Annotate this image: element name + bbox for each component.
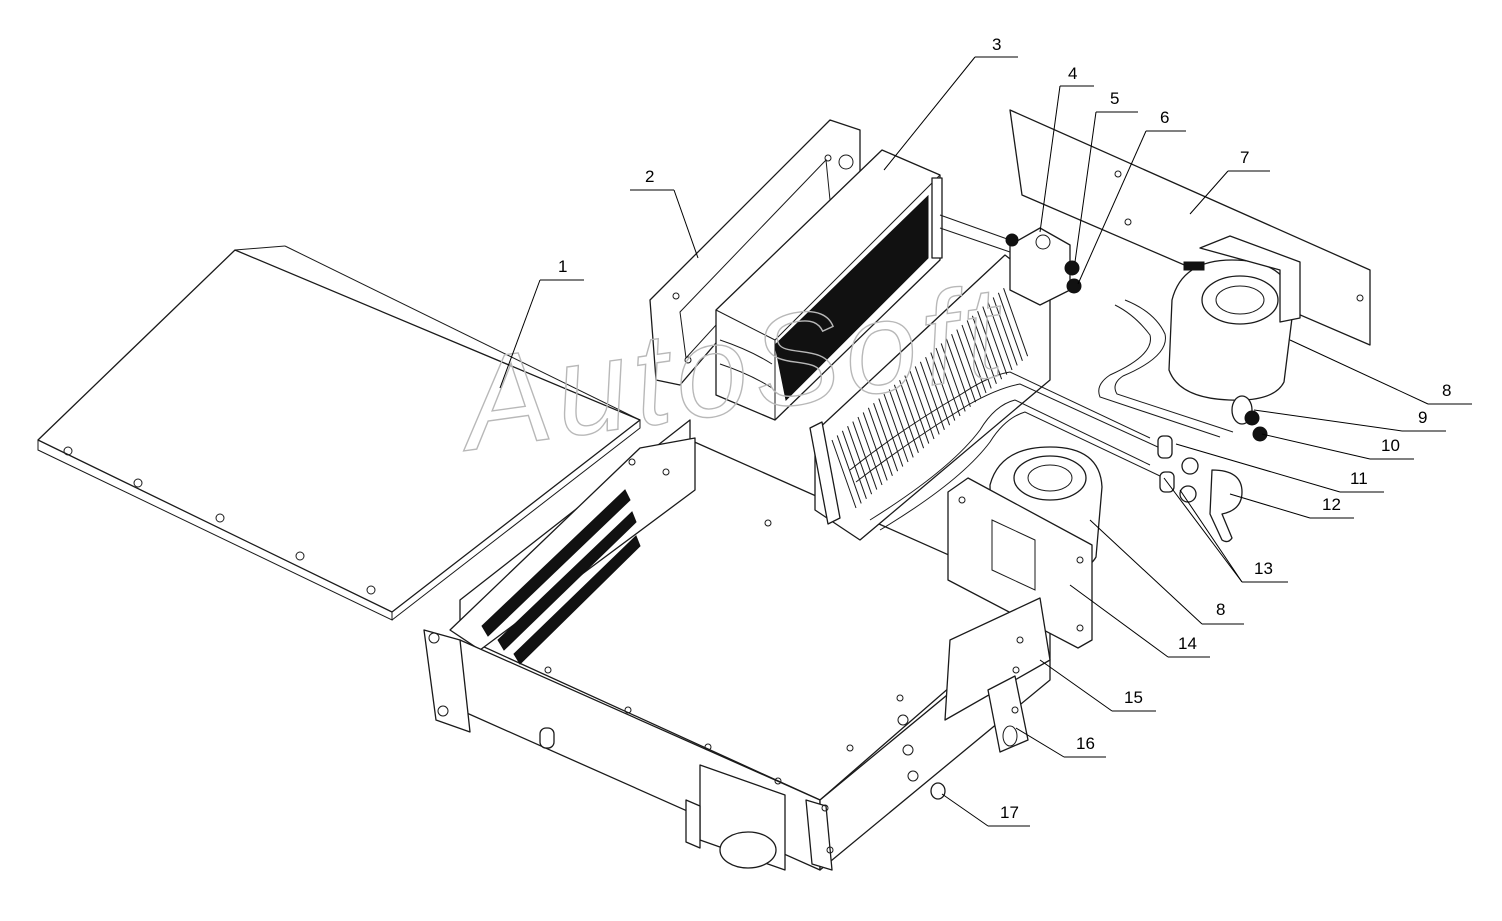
callout-1: 1 [558,257,567,276]
callout-15: 15 [1124,688,1143,707]
louver-slots [481,489,641,665]
callout-10: 10 [1381,436,1400,455]
fin-line [888,389,914,458]
fin-line [841,430,867,499]
part-16-gasket [987,675,1029,753]
fin-line [836,435,862,504]
callout-12: 12 [1322,495,1341,514]
fin-line [893,384,919,453]
fin-line [935,347,961,417]
fin-line [883,393,909,463]
fin-line [956,329,982,398]
fin-line [919,361,945,430]
part-14-mounting-plate [947,477,1093,649]
callout-2: 2 [645,167,654,186]
fin-line [992,297,1018,366]
fin-line [930,352,956,421]
fin-line [847,426,873,495]
part-15-bracket [944,597,1051,721]
fin-line [899,380,925,449]
part-17-grommet [930,782,946,800]
fin-line [831,439,857,509]
fin-line [982,306,1008,375]
fin-line [971,315,997,384]
housing-box [423,419,1051,871]
fin-line [862,412,888,481]
fin-line [925,357,951,426]
fin-line [852,421,878,490]
fin-line [909,370,935,440]
callout-9: 9 [1418,408,1427,427]
fin-line [914,366,940,435]
callout-8-upper: 8 [1442,381,1451,400]
callout-11: 11 [1350,469,1368,488]
fin-line [873,403,899,472]
piping [849,214,1234,531]
part-1-cover [37,245,641,621]
fin-line [977,311,1003,380]
callout-17: 17 [1000,803,1019,822]
fin-line [878,398,904,467]
callout-8-lower: 8 [1216,600,1225,619]
parts-4-6-valve-fittings [1005,227,1082,306]
fin-line [867,407,893,476]
callout-7: 7 [1240,148,1249,167]
part-3-heater-core [715,149,943,421]
callout-14: 14 [1178,634,1197,653]
callout-16: 16 [1076,734,1095,753]
fin-line [857,416,883,486]
fin-line [987,301,1013,371]
fin-line [1003,288,1029,357]
fin-line [951,334,977,403]
part-8-blower-upper [1168,235,1301,401]
fin-line [945,338,971,407]
callout-3: 3 [992,35,1001,54]
fin-line [966,320,992,389]
callout-13: 13 [1254,559,1273,578]
callouts: 1 2 3 4 5 6 7 8 9 10 11 12 13 8 14 15 16 [499,35,1472,827]
parts-9-13-fittings [1157,395,1268,543]
fin-line [997,292,1023,361]
callout-4: 4 [1068,64,1077,83]
fin-line [940,343,966,412]
callout-6: 6 [1160,108,1169,127]
callout-5: 5 [1110,89,1119,108]
